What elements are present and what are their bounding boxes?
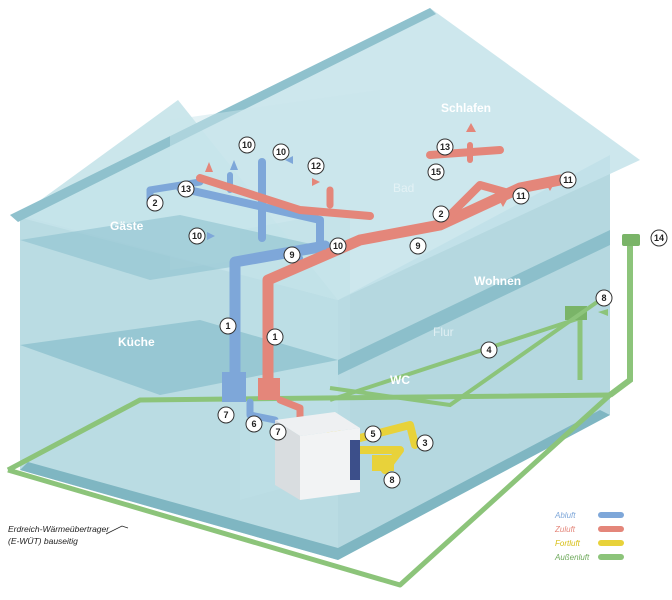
svg-text:7: 7 (223, 410, 228, 420)
marker-13: 13 (436, 138, 454, 156)
intake-grille (565, 306, 587, 320)
svg-text:11: 11 (563, 175, 573, 185)
marker-13: 13 (177, 180, 195, 198)
svg-text:9: 9 (415, 241, 420, 251)
marker-6: 6 (245, 415, 263, 433)
marker-8: 8 (595, 289, 613, 307)
marker-1: 1 (266, 328, 284, 346)
marker-4: 4 (480, 341, 498, 359)
marker-14: 14 (650, 229, 668, 247)
svg-text:5: 5 (370, 429, 375, 439)
supply-arrow-icon (545, 182, 555, 191)
intake-arrow-icon (598, 309, 608, 316)
supply-arrow-icon (312, 178, 320, 186)
ventilation-unit (275, 412, 360, 500)
right-wall (338, 155, 610, 560)
extract-arrow-icon (230, 160, 238, 170)
outdoor-intake (622, 234, 640, 246)
marker-9: 9 (409, 237, 427, 255)
room-label-schlafen: Schlafen (441, 101, 491, 115)
svg-text:4: 4 (486, 345, 491, 355)
extract-arrow-icon (285, 156, 293, 164)
marker-7: 7 (217, 406, 235, 424)
svg-text:2: 2 (152, 198, 157, 208)
legend-label-zuluft: Zuluft (554, 525, 576, 534)
supply-arrow-icon (205, 162, 213, 172)
marker-5: 5 (364, 425, 382, 443)
svg-text:8: 8 (389, 475, 394, 485)
svg-text:7: 7 (275, 427, 280, 437)
extract-collector (222, 372, 246, 402)
marker-10: 10 (188, 227, 206, 245)
svg-text:15: 15 (431, 167, 441, 177)
room-label-gaeste: Gäste (110, 219, 144, 233)
air-arrows (205, 123, 608, 316)
svg-text:8: 8 (601, 293, 606, 303)
marker-10: 10 (329, 237, 347, 255)
floor-slab-front (20, 320, 338, 395)
supply-arrow-icon (498, 198, 508, 207)
legend-label-aussenluft: Außenluft (554, 553, 590, 562)
marker-1: 1 (219, 317, 237, 335)
room-label-wc: WC (390, 373, 410, 387)
svg-text:10: 10 (333, 241, 343, 251)
attic-slab (20, 215, 338, 280)
supply-arrow-icon (466, 123, 476, 132)
exhaust-grille (372, 455, 394, 471)
svg-text:13: 13 (181, 184, 191, 194)
number-markers: 10 10 12 13 2 10 9 10 9 13 15 2 11 11 14… (146, 136, 668, 489)
marker-3: 3 (416, 434, 434, 452)
svg-text:9: 9 (289, 250, 294, 260)
extract-arrow-icon (318, 242, 326, 250)
svg-text:10: 10 (276, 147, 286, 157)
svg-text:12: 12 (311, 161, 321, 171)
extract-arrow-icon (207, 232, 215, 240)
legend-swatch-fortluft (598, 540, 624, 546)
ground-exchanger-note: Erdreich-Wärmeübertrager (E-WÜT) bauseit… (8, 524, 129, 546)
floor-slab-side (338, 230, 610, 375)
legend-swatch-zuluft (598, 526, 624, 532)
svg-text:10: 10 (192, 231, 202, 241)
svg-text:1: 1 (225, 321, 230, 331)
marker-8: 8 (383, 471, 401, 489)
marker-2: 2 (146, 194, 164, 212)
marker-7: 7 (269, 423, 287, 441)
marker-11: 11 (559, 171, 577, 189)
marker-11: 11 (512, 187, 530, 205)
svg-text:3: 3 (422, 438, 427, 448)
room-label-flur: Flur (433, 325, 454, 339)
svg-text:13: 13 (440, 142, 450, 152)
marker-9: 9 (283, 246, 301, 264)
svg-text:14: 14 (654, 233, 664, 243)
svg-text:10: 10 (242, 140, 252, 150)
note-line-1: Erdreich-Wärmeübertrager (8, 524, 110, 534)
marker-10: 10 (272, 143, 290, 161)
svg-text:6: 6 (251, 419, 256, 429)
svg-text:2: 2 (438, 209, 443, 219)
marker-12: 12 (307, 157, 325, 175)
marker-10: 10 (238, 136, 256, 154)
ground-heat-exchanger (6, 234, 640, 588)
marker-2: 2 (432, 205, 450, 223)
supply-collector (258, 378, 280, 400)
room-label-bad: Bad (393, 181, 414, 195)
svg-text:1: 1 (272, 332, 277, 342)
legend: Abluft Zuluft Fortluft Außenluft (554, 511, 624, 562)
room-label-kueche: Küche (118, 335, 155, 349)
legend-label-fortluft: Fortluft (555, 539, 581, 548)
note-line-2: (E-WÜT) bauseitig (8, 536, 78, 546)
svg-text:11: 11 (516, 191, 526, 201)
legend-swatch-abluft (598, 512, 624, 518)
marker-15: 15 (427, 163, 445, 181)
legend-label-abluft: Abluft (554, 511, 576, 520)
room-labels: Schlafen Bad Gäste Wohnen Flur Küche WC (110, 101, 521, 387)
room-label-wohnen: Wohnen (474, 274, 521, 288)
legend-swatch-aussenluft (598, 554, 624, 560)
house-body (10, 8, 640, 560)
